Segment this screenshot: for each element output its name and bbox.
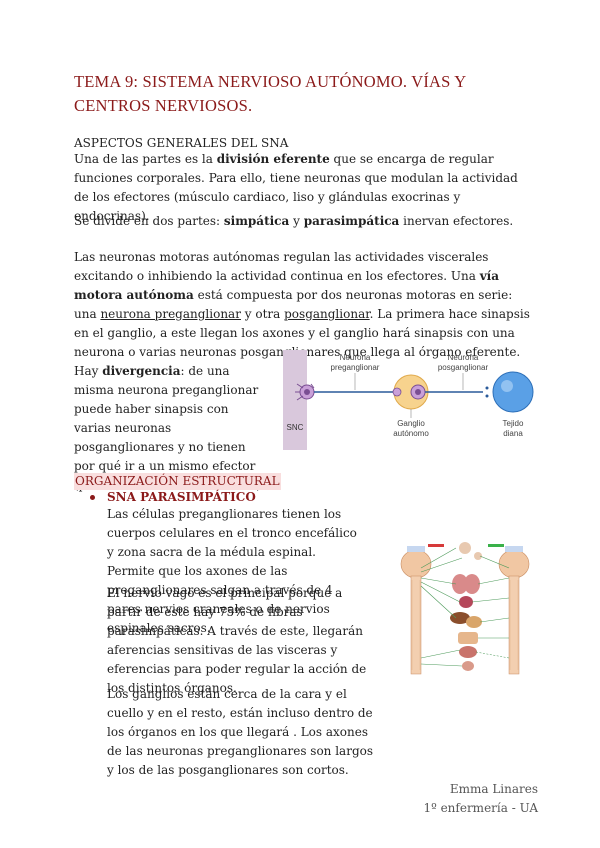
label-neurona-pre-2: preganglionar (331, 363, 380, 372)
right-spinal-figure (498, 546, 530, 675)
nerve-lines (420, 547, 510, 667)
section-heading-organizacion: ORGANIZACIÓN ESTRUCTURAL (74, 473, 281, 490)
bullet-dot-icon (90, 495, 95, 500)
paragraph-nervio-vago: El nervio vago es el principal porque a … (107, 586, 367, 695)
parasympathetic-anatomy-illustration (390, 538, 540, 680)
label-ganglio-1: Ganglio (397, 419, 425, 428)
paragraph-via-motora: Las neuronas motoras autónomas regulan l… (74, 250, 530, 359)
footer-author: Emma Linares (449, 782, 538, 796)
label-ganglio-2: autónomo (393, 429, 429, 438)
label-tejido-1: Tejido (503, 419, 524, 428)
footer: Emma Linares 1º enfermería - UA (423, 780, 538, 818)
label-neurona-post-2: posganglionar (438, 363, 489, 372)
snc-label: SNC (287, 423, 304, 432)
autonomic-pathway-diagram: SNC Neurona preganglionar Neurona posgan… (283, 350, 534, 450)
label-neurona-post-1: Neurona (448, 353, 479, 362)
label-neurona-pre-1: Neurona (340, 353, 371, 362)
organs-column (450, 542, 482, 671)
paragraph-dos-partes: Se divide en dos partes: simpática y par… (74, 214, 514, 228)
page-title: TEMA 9: SISTEMA NERVIOSO AUTÓNOMO. VÍAS … (74, 72, 466, 115)
footer-course: 1º enfermería - UA (423, 801, 538, 815)
target-tissue (492, 371, 534, 413)
section-heading-aspectos: ASPECTOS GENERALES DEL SNA (74, 136, 289, 150)
paragraph-celulas-preganglionares: Las células preganglionares tienen los c… (107, 507, 357, 635)
bullet-sna-parasimpatico: SNA PARASIMPÁTICO (90, 489, 256, 506)
paragraph-division-eferente: Una de las partes es la división eferent… (74, 152, 518, 223)
paragraph-ganglios: Los ganglios están cerca de la cara y el… (107, 687, 374, 777)
label-tejido-2: diana (503, 429, 523, 438)
ganglion (392, 374, 429, 410)
